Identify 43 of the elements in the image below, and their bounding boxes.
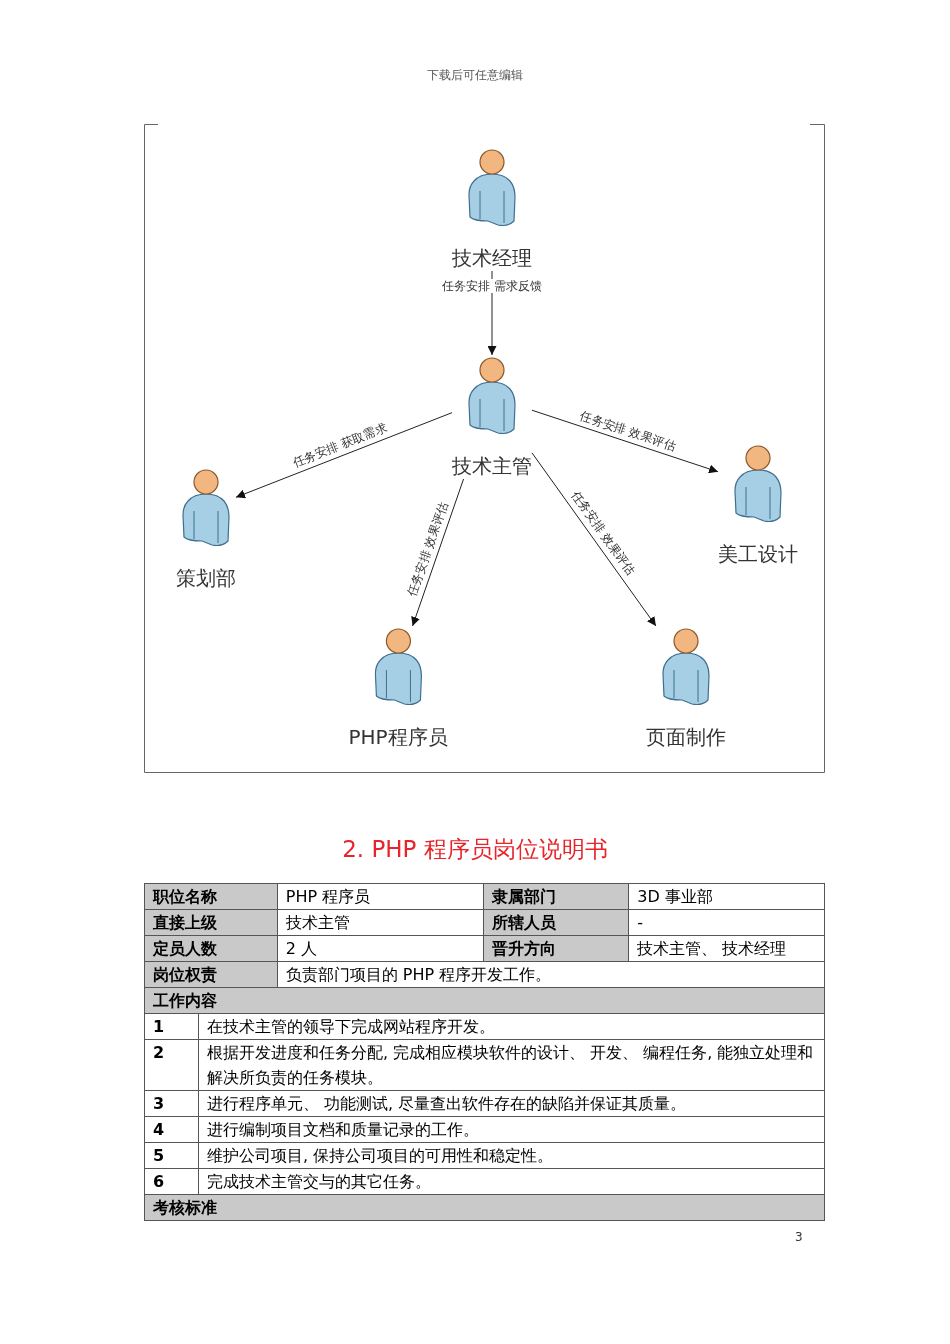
page-header: 下载后可任意编辑 (426, 67, 524, 84)
arrow (235, 412, 453, 499)
table-header-cell: 晋升方向 (483, 935, 629, 962)
person-label: 美工设计 (718, 541, 798, 567)
table-cell: 维护公司项目, 保持公司项目的可用性和稳定性。 (198, 1142, 825, 1169)
person-label: 技术经理 (452, 245, 532, 271)
table-cell: 2 人 (277, 935, 484, 962)
table-header-cell: 定员人数 (144, 935, 278, 962)
table-cell: PHP 程序员 (277, 883, 484, 910)
edge-label: 任务安排 需求反馈 (440, 279, 544, 293)
table-cell: 技术主管、 技术经理 (628, 935, 825, 962)
section-header-cell: 考核标准 (144, 1194, 825, 1221)
row-number: 1 (144, 1013, 199, 1040)
arrow (411, 478, 465, 627)
person-label: 策划部 (176, 565, 236, 591)
table-header-cell: 岗位权责 (144, 961, 278, 988)
table-header-cell: 职位名称 (144, 883, 278, 910)
table-cell: 3D 事业部 (628, 883, 825, 910)
table-cell: 在技术主管的领导下完成网站程序开发。 (198, 1013, 825, 1040)
arrow (531, 452, 657, 627)
section-header-cell: 工作内容 (144, 987, 825, 1014)
table-cell: - (628, 909, 825, 936)
arrow (531, 409, 719, 474)
person-label: 技术主管 (452, 453, 532, 479)
row-number: 5 (144, 1142, 199, 1169)
table-cell: 负责部门项目的 PHP 程序开发工作。 (277, 961, 825, 988)
row-number: 3 (144, 1090, 199, 1117)
person-label: PHP程序员 (348, 724, 448, 750)
table-cell: 进行程序单元、 功能测试, 尽量查出软件存在的缺陷并保证其质量。 (198, 1090, 825, 1117)
table-header-cell: 隶属部门 (483, 883, 629, 910)
row-number: 6 (144, 1168, 199, 1195)
table-cell: 技术主管 (277, 909, 484, 936)
table-cell: 完成技术主管交与的其它任务。 (198, 1168, 825, 1195)
arrow (487, 270, 497, 356)
person-label: 页面制作 (646, 724, 726, 750)
page-number: 3 (795, 1230, 803, 1244)
row-number: 4 (144, 1116, 199, 1143)
row-number: 2 (144, 1039, 199, 1091)
table-header-cell: 直接上级 (144, 909, 278, 936)
table-header-cell: 所辖人员 (483, 909, 629, 936)
section-heading: 2. PHP 程序员岗位说明书 (341, 835, 609, 864)
table-cell: 进行编制项目文档和质量记录的工作。 (198, 1116, 825, 1143)
table-cell: 根据开发进度和任务分配, 完成相应模块软件的设计、 开发、 编程任务, 能独立处理和解决所负责的任务模块。 (198, 1039, 825, 1091)
